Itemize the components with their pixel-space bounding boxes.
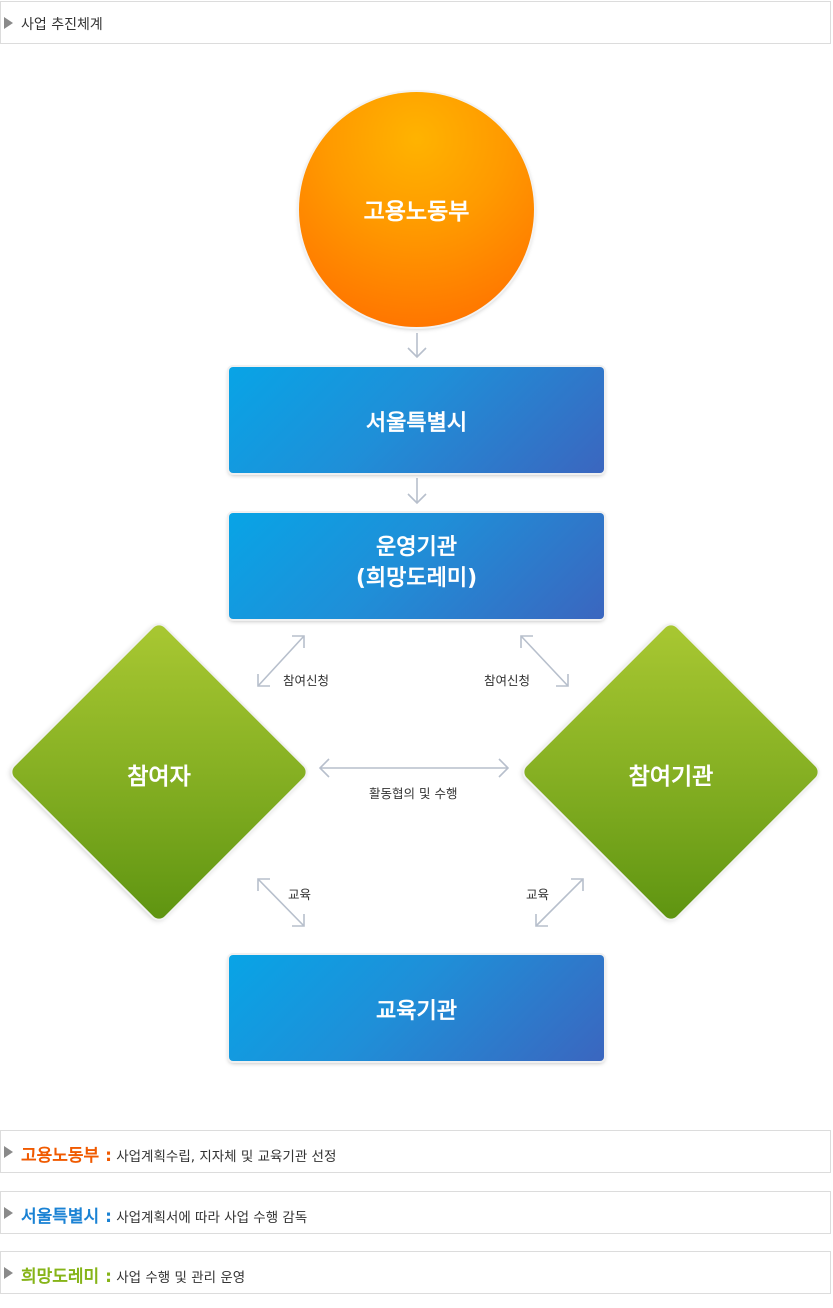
arrow-seoul-to-operator [407,478,427,505]
legend-item-ministry: 고용노동부 : 사업계획수립, 지자체 및 교육기관 선정 [0,1130,831,1173]
operator-label-line1: 운영기관 [376,535,457,560]
arrow-edu-left [257,878,305,927]
edge-label-edu-right: 교육 [526,887,550,902]
arrow-edu-right [535,878,584,927]
education-node: 교육기관 [229,955,604,1061]
legend-name: 고용노동부 : [21,1146,112,1166]
arrow-apply-right [520,635,569,687]
edge-label-cooperation: 활동협의 및 수행 [369,786,458,801]
triangle-bullet-icon [4,1267,13,1279]
legend-desc: 사업계획서에 따라 사업 수행 감독 [116,1210,308,1226]
triangle-bullet-icon [4,17,13,29]
operator-node: 운영기관 (희망도레미) [229,513,604,619]
legend-name: 희망도레미 : [21,1267,112,1287]
legend-text: 고용노동부 : 사업계획수립, 지자체 및 교육기관 선정 [21,1141,336,1166]
triangle-bullet-icon [4,1207,13,1219]
page-title: 사업 추진체계 [21,17,103,33]
seoul-node: 서울특별시 [229,367,604,473]
legend-text: 서울특별시 : 사업계획서에 따라 사업 수행 감독 [21,1202,307,1227]
participant-label: 참여자 [127,764,191,790]
legend-desc: 사업 수행 및 관리 운영 [116,1270,246,1286]
ministry-node: 고용노동부 [299,92,534,327]
header-bar: 사업 추진체계 [0,1,831,44]
legend-desc: 사업계획수립, 지자체 및 교육기관 선정 [116,1149,337,1165]
edge-label-apply-left: 참여신청 [283,673,330,688]
legend-name: 서울특별시 : [21,1207,112,1227]
partner-node: 참여기관 [516,617,826,927]
operator-label-line2: (희망도레미) [355,566,478,591]
legend-text: 희망도레미 : 사업 수행 및 관리 운영 [21,1262,245,1287]
arrow-cooperation [318,758,510,778]
partner-label: 참여기관 [628,764,714,790]
legend-item-seoul: 서울특별시 : 사업계획서에 따라 사업 수행 감독 [0,1191,831,1234]
seoul-label: 서울특별시 [365,411,468,436]
participant-node: 참여자 [4,617,314,927]
education-label: 교육기관 [376,999,457,1024]
edge-label-apply-right: 참여신청 [484,673,531,688]
edge-label-edu-left: 교육 [288,887,312,902]
triangle-bullet-icon [4,1146,13,1158]
arrow-ministry-to-seoul [407,333,427,359]
legend-item-doremi: 희망도레미 : 사업 수행 및 관리 운영 [0,1251,831,1294]
ministry-label: 고용노동부 [363,199,470,225]
arrow-apply-left [257,635,305,687]
